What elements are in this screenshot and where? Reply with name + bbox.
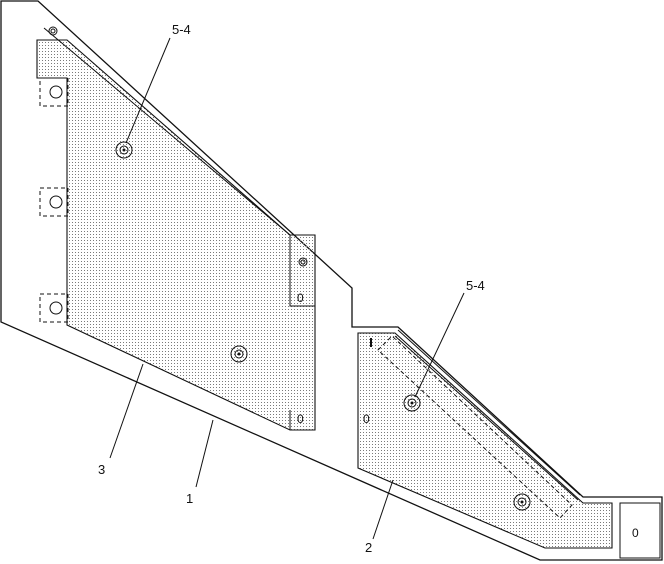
bolt-upper-b	[230, 345, 248, 363]
lower-plate-left-slot	[370, 338, 372, 347]
bolt-upper-a-core	[122, 148, 126, 152]
leader-part-3	[109, 363, 144, 459]
hole-mark-upper-right-top: 0	[297, 291, 304, 305]
tab-top	[39, 77, 69, 107]
upper-plate-inner-notch	[289, 235, 315, 307]
lower-plate-diagonal-double-a	[397, 329, 581, 496]
lower-plate-end-tab	[619, 502, 661, 559]
bolt-lower-a-inner	[407, 398, 417, 408]
hex-bolt-top-left	[48, 26, 58, 36]
leader-part-2	[372, 479, 394, 540]
leader-callout-a	[125, 37, 171, 144]
bolt-lower-b-core	[520, 500, 524, 504]
tab-middle-hole	[49, 195, 63, 209]
hex-bolt-notch-inner	[300, 259, 306, 265]
part-label-2: 2	[365, 540, 372, 555]
bolt-lower-a-core	[410, 401, 414, 405]
hex-bolt-top-left-inner	[50, 28, 56, 34]
part-label-3: 3	[98, 462, 105, 477]
lower-stippled-plate	[357, 332, 613, 549]
bolt-lower-b-inner	[517, 497, 527, 507]
hole-mark-lower-right: 0	[632, 526, 639, 540]
upper-stippled-plate	[36, 39, 316, 431]
hole-mark-lower-left: 0	[363, 412, 370, 426]
leader-part-1	[195, 419, 214, 488]
bolt-upper-a	[115, 141, 133, 159]
tab-middle	[39, 187, 69, 217]
lower-plate-dashed-rail	[377, 335, 573, 519]
callout-label-b: 5-4	[466, 278, 485, 293]
bolt-upper-b-inner	[234, 349, 244, 359]
hole-mark-upper-right-bottom: 0	[297, 412, 304, 426]
bolt-upper-b-core	[237, 352, 241, 356]
hex-bolt-notch	[298, 257, 308, 267]
tab-bottom	[39, 293, 69, 323]
bolt-lower-b	[513, 493, 531, 511]
lower-plate-diagonal-double-b	[394, 335, 579, 501]
callout-label-a: 5-4	[172, 22, 191, 37]
bolt-lower-a	[403, 394, 421, 412]
bolt-upper-a-inner	[119, 145, 129, 155]
tab-bottom-hole	[49, 301, 63, 315]
leader-callout-b	[414, 292, 465, 398]
upper-plate-diagonal-edge	[43, 27, 291, 236]
part-label-1: 1	[186, 491, 193, 506]
tab-top-hole	[49, 85, 63, 99]
